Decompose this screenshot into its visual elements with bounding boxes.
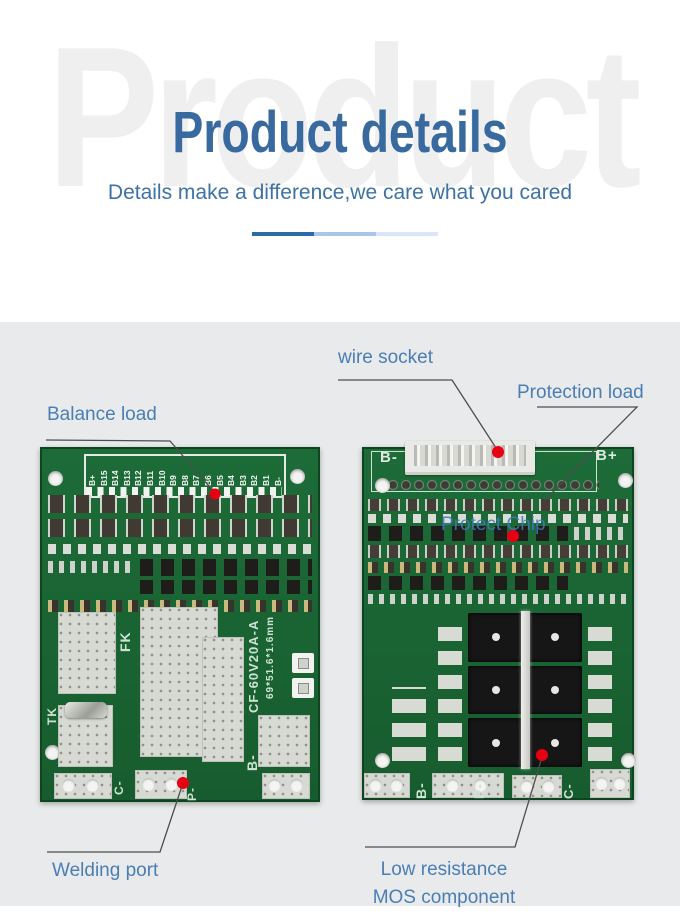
welding-pad [364,773,410,798]
product-panel: Balance load wire socket Protection load… [0,322,680,908]
silkscreen-p-minus-bottom: P- [471,783,487,799]
pin-label: B7 [191,475,202,486]
solder-pad-area [202,637,244,762]
pin-label: B+ [87,474,97,486]
welding-pad [54,773,112,799]
mount-hole [48,471,63,486]
silkscreen-size: 69*51.6*1.6mm [265,615,276,699]
pad-row [48,561,136,573]
pad-row [368,594,628,604]
silkscreen-tk: TK [45,707,59,725]
mosfet-center-bus [521,611,530,769]
label-low-resistance-line2: MOS component [372,887,516,909]
silkscreen-fk: FK [117,631,133,652]
component-row [48,600,312,612]
pad-squares [292,653,314,698]
page-title: Product details [172,100,508,165]
component-row [368,562,628,573]
transistor-row [368,576,568,590]
silkscreen-b-plus-top: B+ [596,447,618,464]
resistor-row [368,545,628,558]
pin-label: B14 [110,470,121,486]
fuse-resistor-bank [392,687,426,761]
pin-label: B12 [133,470,144,486]
mount-hole [618,473,633,488]
pin-label: B- [272,477,283,486]
pin-label: B6 [202,475,213,486]
wire-socket-connector [405,441,535,475]
solder-pad-area [258,715,310,767]
pcb-board-left: B+ B15 B14 B13 B12 B11 B10 B9 B8 B7 B6 B… [40,447,320,802]
divider-segment-light [376,232,438,236]
label-protection-load: Protection load [517,382,644,403]
welding-pad [432,773,504,798]
divider-segment-medium [314,232,376,236]
pin-label: B10 [156,470,167,486]
pin-label: B4 [226,475,237,486]
pin-label: B3 [237,475,248,486]
pin-label: B13 [121,470,132,486]
pad-column [588,617,612,761]
silkscreen-b-minus-top: B- [380,449,398,466]
welding-pad [512,775,562,798]
pin-label: B2 [249,475,260,486]
pad-row [574,527,628,540]
pin-label: B5 [214,475,225,486]
pin-label: B8 [179,475,190,486]
transistor-row [140,559,312,576]
resistor-row [48,519,312,537]
mount-hole [621,753,636,768]
mosfet [468,613,523,662]
transistor-row [140,580,312,594]
silkscreen-b-minus: B- [244,754,260,771]
pin-label: B11 [144,470,155,486]
label-wire-socket: wire socket [338,347,434,368]
page-subtitle: Details make a difference,we care what y… [107,181,573,204]
pad-row [48,544,312,554]
background-watermark: Product [47,6,641,229]
mount-hole [375,478,390,493]
mount-hole [45,745,60,760]
resistor-row [48,495,312,513]
divider-bar [252,232,438,236]
pin-label: B1 [260,475,271,486]
silkscreen-c-minus-bottom: C- [561,783,576,799]
solder-pad-area [58,612,116,694]
mosfet [468,718,523,767]
solder-lug [65,702,107,718]
pad-row [368,514,628,523]
welding-pad [262,773,310,799]
mosfet [527,718,582,767]
resistor-row [368,499,628,511]
label-low-resistance-line1: Low resistance [380,859,508,880]
welding-pad [590,769,630,798]
mount-hole [375,753,390,768]
mosfet [468,665,523,715]
silkscreen-b-minus-bottom: B- [413,782,429,799]
label-protect-chip: Protect Chip [441,514,546,535]
silkscreen-c-minus: C- [112,780,126,795]
mount-hole [290,469,305,484]
pad-column [438,617,462,761]
welding-pad [135,770,187,799]
divider-segment-dark [252,232,314,236]
mosfet [527,613,582,662]
pin-label: B9 [168,475,179,486]
pcb-board-right: B- B+ [362,441,636,800]
silkscreen-p-minus: P- [185,787,199,801]
mosfet [527,665,582,715]
label-low-resistance-mos: Low resistance MOS component [358,856,530,912]
pin-label: B15 [98,470,109,486]
label-welding-port: Welding port [52,860,159,881]
silkscreen-model: CF-60V20A-A [246,619,261,713]
label-balance-load: Balance load [47,404,157,425]
connector-slots [414,445,526,466]
connector-pin-row [387,479,599,492]
